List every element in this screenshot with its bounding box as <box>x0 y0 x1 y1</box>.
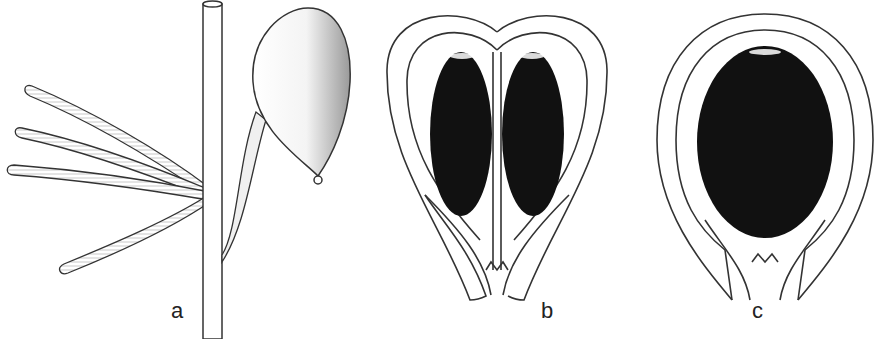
seed <box>430 52 492 216</box>
fruit-stalk <box>222 112 266 262</box>
seed <box>502 52 564 216</box>
panel-letter: c <box>752 300 763 322</box>
panel-letter: b <box>541 300 553 322</box>
stem-top <box>203 1 222 7</box>
stem <box>203 4 222 339</box>
panel-letter: a <box>171 300 183 322</box>
section-b <box>387 16 607 300</box>
seed <box>697 46 833 238</box>
fruit <box>253 8 350 176</box>
section-c <box>657 14 873 300</box>
tendrils <box>7 85 210 273</box>
fruit-tip <box>314 176 322 184</box>
